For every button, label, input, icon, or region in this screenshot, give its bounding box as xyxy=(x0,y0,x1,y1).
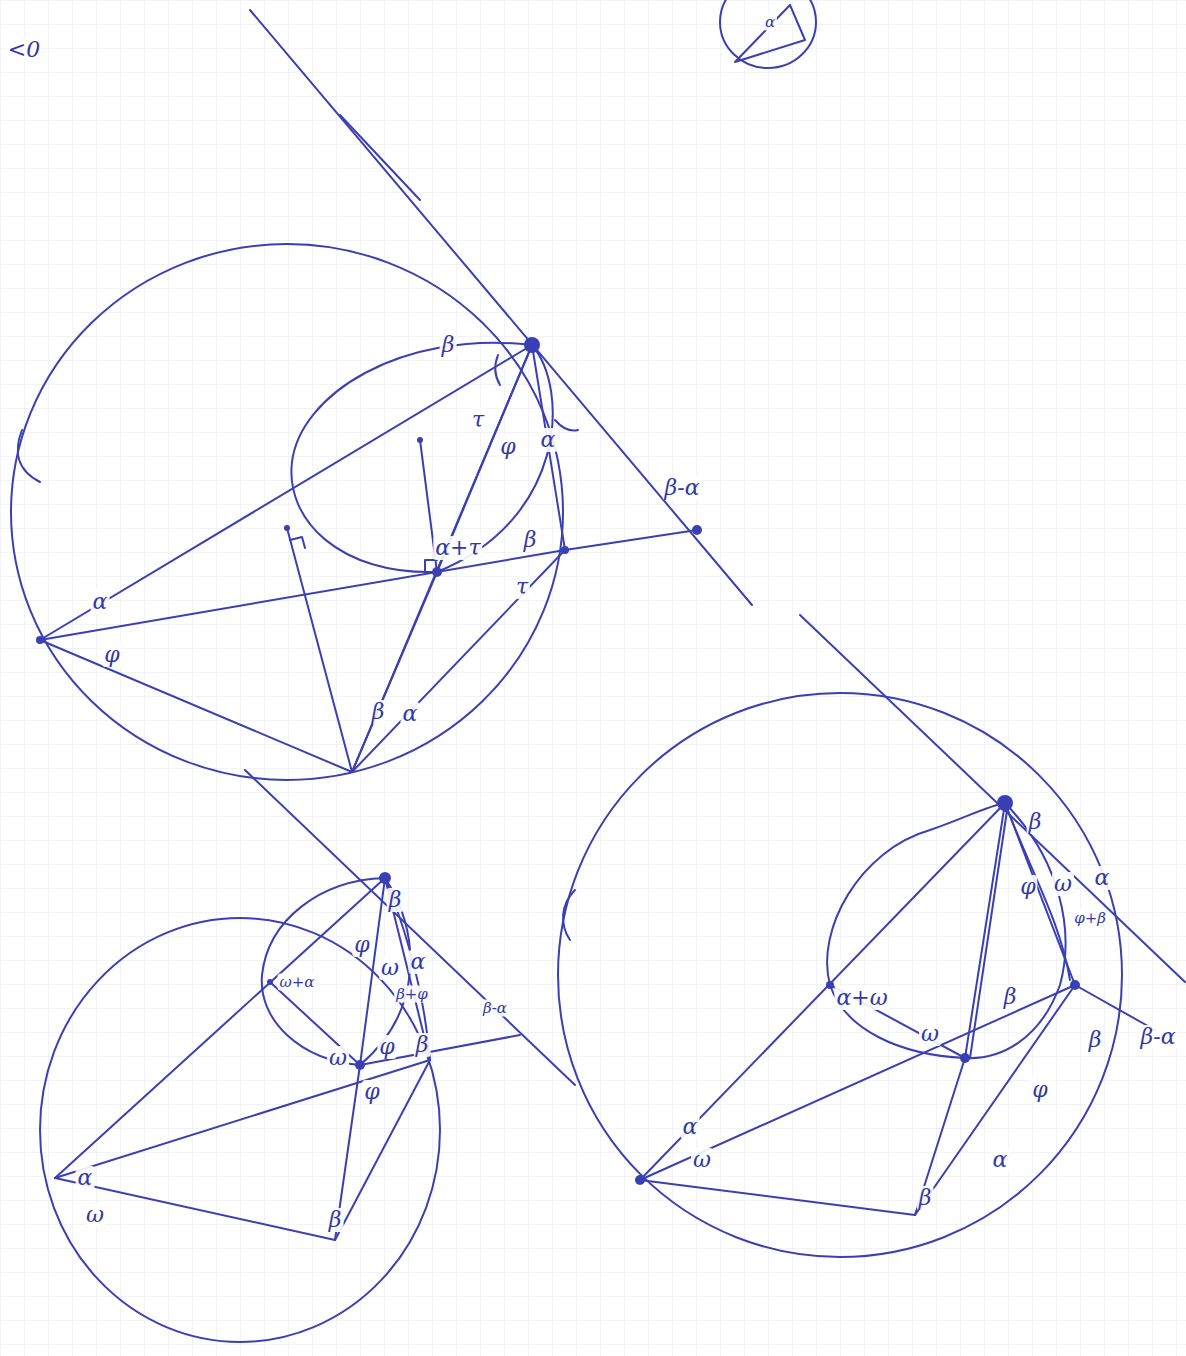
angle-label: β xyxy=(1027,810,1044,834)
angle-label: α xyxy=(409,950,428,974)
angle-label: φ xyxy=(362,1080,381,1104)
angle-label: φ xyxy=(352,933,371,957)
angle-label: α xyxy=(991,1148,1010,1172)
angle-label: α xyxy=(1093,866,1112,890)
angle-label: β+φ xyxy=(394,986,430,1003)
angle-label: β-α xyxy=(662,476,701,500)
angle-label: β-α xyxy=(481,1000,509,1017)
angle-label: α+ω xyxy=(834,986,889,1010)
angle-label: ω xyxy=(327,1046,349,1070)
angle-label: φ xyxy=(498,435,517,459)
angle-label: β xyxy=(1002,985,1019,1009)
angle-label: ω xyxy=(1052,872,1074,896)
angle-label: α xyxy=(539,428,558,452)
angle-label: α xyxy=(763,14,777,31)
angle-label: β xyxy=(370,700,387,724)
angle-label: α xyxy=(401,702,420,726)
angle-label: ω xyxy=(379,956,401,980)
angle-label: τ xyxy=(514,575,530,599)
angle-label: β xyxy=(414,1033,431,1057)
angle-label: β-α xyxy=(1138,1025,1177,1049)
angle-label: α+τ xyxy=(433,536,482,560)
angle-label: α xyxy=(76,1166,95,1190)
inscribed-triangle xyxy=(735,5,805,62)
angle-label: α xyxy=(681,1115,700,1139)
angle-label: β xyxy=(522,528,539,552)
angle-label: φ xyxy=(102,643,121,667)
angle-label: β xyxy=(917,1186,934,1210)
angle-label: β xyxy=(440,333,457,357)
angle-label: β xyxy=(1087,1028,1104,1052)
angle-label: α xyxy=(91,590,110,614)
angle-label: φ xyxy=(1030,1078,1049,1102)
figure-three xyxy=(40,770,575,1342)
angle-label: β xyxy=(387,888,404,912)
figure-one xyxy=(11,10,752,780)
angle-label: ω xyxy=(691,1148,713,1172)
angle-label: τ xyxy=(470,408,486,432)
angle-label: ω xyxy=(919,1022,941,1046)
angle-label: ω xyxy=(84,1203,106,1227)
angle-label: <0 xyxy=(6,38,42,62)
small-circle xyxy=(720,0,816,68)
angle-label: φ xyxy=(1018,875,1037,899)
angle-label: ω+α xyxy=(278,974,317,991)
angle-label: φ xyxy=(377,1035,396,1059)
figure-two xyxy=(558,615,1185,1257)
angle-label: φ+β xyxy=(1072,910,1108,927)
angle-label: β xyxy=(327,1208,344,1232)
